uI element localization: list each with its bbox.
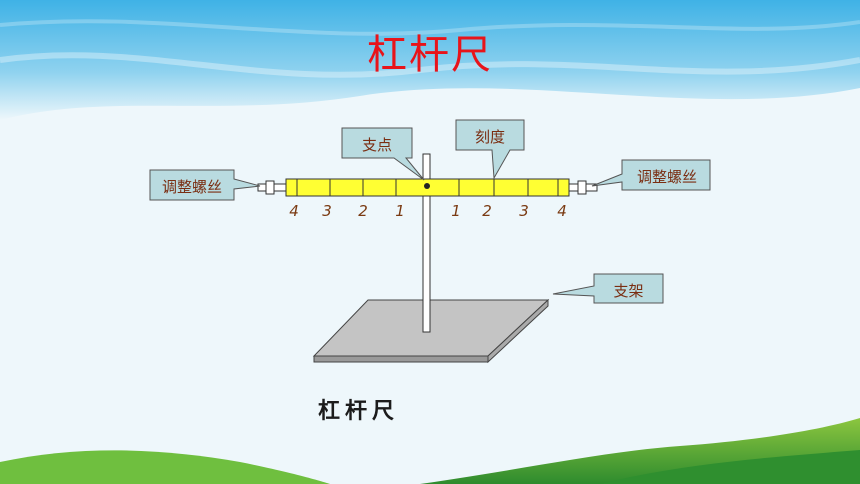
- scale-label-right-1: 1: [451, 202, 461, 220]
- sky-background: [0, 0, 860, 120]
- scale-label-right-3: 3: [519, 202, 529, 220]
- callout-stand-label: 支架: [613, 282, 644, 300]
- stand-rod: [422, 153, 431, 333]
- figure-caption: 杠杆尺: [318, 399, 400, 424]
- callout-scale: [455, 119, 525, 180]
- scale-label-left-1: 1: [395, 202, 405, 220]
- left-adjusting-screw: [257, 180, 287, 195]
- stand-base: [312, 298, 550, 364]
- scale-label-left-3: 3: [322, 202, 332, 220]
- scale-label-right-2: 2: [482, 202, 492, 220]
- callout-right-screw-label: 调整螺丝: [636, 168, 697, 186]
- callout-left-screw: [149, 169, 261, 201]
- callout-right-screw: [591, 159, 711, 191]
- right-adjusting-screw: [568, 180, 598, 195]
- page-title: 杠杆尺: [367, 32, 493, 78]
- lever-bar: [285, 178, 570, 197]
- callout-left-screw-label: 调整螺丝: [161, 178, 222, 196]
- scale-label-left-2: 2: [358, 202, 368, 220]
- scale-label-left-4: 4: [289, 202, 299, 220]
- callout-stand: [552, 273, 664, 304]
- scale-label-right-4: 4: [557, 202, 567, 220]
- callout-fulcrum-label: 支点: [361, 136, 392, 154]
- grass-hills: [0, 418, 860, 484]
- callout-scale-label: 刻度: [474, 128, 505, 146]
- callout-fulcrum: [341, 127, 425, 181]
